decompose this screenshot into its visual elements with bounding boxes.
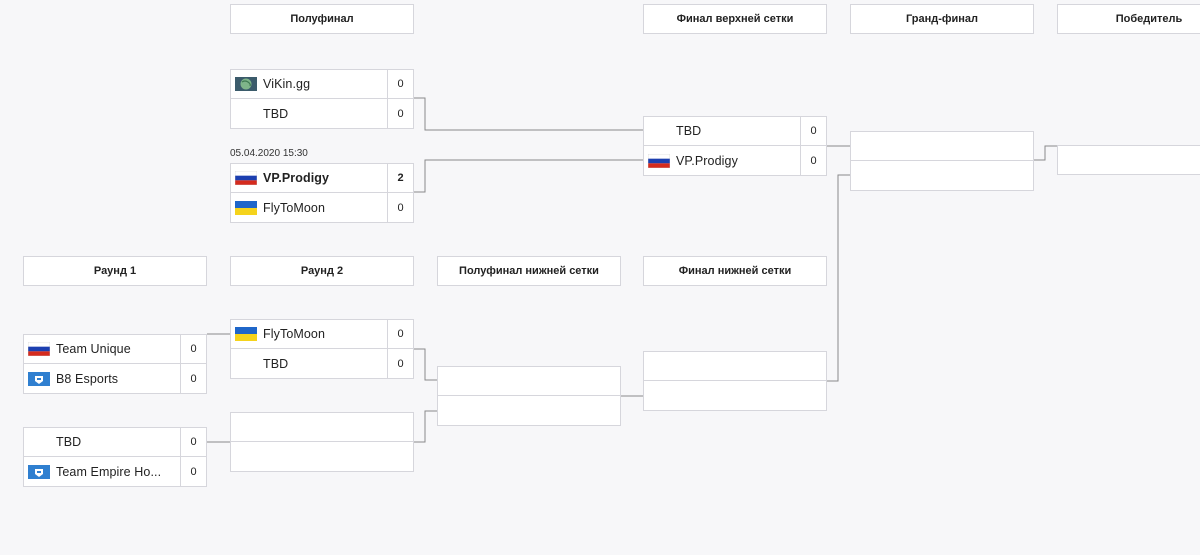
team-name: FlyToMoon: [263, 327, 326, 341]
team-score: 0: [800, 117, 826, 145]
header-round1: Раунд 1: [23, 256, 207, 286]
team-name: VP.Prodigy: [676, 153, 738, 168]
match-upper-semifinal-2[interactable]: VP.Prodigy 2 FlyToMoon 0: [230, 163, 414, 223]
team-slot[interactable]: ViKin.gg 0: [230, 69, 414, 99]
team-name: Team Empire Ho...: [56, 464, 162, 479]
header-round2: Раунд 2: [230, 256, 414, 286]
match-grand-final[interactable]: [850, 131, 1034, 191]
header-lower-final: Финал нижней сетки: [643, 256, 827, 286]
empty-slot[interactable]: [230, 412, 414, 442]
team-slot[interactable]: TBD 0: [643, 116, 827, 146]
team-slot[interactable]: TBD 0: [230, 349, 414, 379]
empty-slot[interactable]: [850, 161, 1034, 191]
empty-slot[interactable]: [437, 366, 621, 396]
match-lower-round1-2[interactable]: TBD 0 Team Empire Ho... 0: [23, 427, 207, 487]
team-slot[interactable]: FlyToMoon 0: [230, 193, 414, 223]
team-name: Team Unique: [56, 342, 131, 356]
team-name: FlyToMoon: [263, 200, 326, 215]
match-lower-round2-2[interactable]: [230, 412, 414, 472]
team-name: B8 Esports: [56, 371, 119, 386]
team-score: 0: [387, 320, 413, 348]
header-grand-final: Гранд-финал: [850, 4, 1034, 34]
header-lower-semifinal: Полуфинал нижней сетки: [437, 256, 621, 286]
team-score: 0: [387, 70, 413, 98]
match-upper-semifinal-1[interactable]: ViKin.gg 0 TBD 0: [230, 69, 414, 129]
team-score: 0: [180, 457, 206, 486]
match-date: 05.04.2020 15:30: [230, 148, 308, 159]
match-lower-semifinal[interactable]: [437, 366, 621, 426]
team-slot[interactable]: VP.Prodigy 2: [230, 163, 414, 193]
team-name: VP.Prodigy: [263, 171, 330, 185]
team-name: ViKin.gg: [263, 77, 311, 91]
russia-flag-icon: [648, 153, 670, 168]
cis-flag-icon: [28, 464, 50, 479]
team-score: 0: [180, 428, 206, 456]
team-score: 0: [387, 99, 413, 128]
empty-slot[interactable]: [643, 351, 827, 381]
match-lower-round1-1[interactable]: Team Unique 0 B8 Esports 0: [23, 334, 207, 394]
header-winner: Победитель: [1057, 4, 1200, 34]
empty-slot[interactable]: [1057, 145, 1200, 175]
team-name: TBD: [676, 124, 702, 138]
team-score: 0: [387, 349, 413, 378]
team-slot[interactable]: Team Empire Ho... 0: [23, 457, 207, 487]
header-semifinal: Полуфинал: [230, 4, 414, 34]
empty-slot[interactable]: [643, 381, 827, 411]
team-slot[interactable]: TBD 0: [23, 427, 207, 457]
team-score: 0: [180, 335, 206, 363]
empty-slot[interactable]: [437, 396, 621, 426]
empty-slot[interactable]: [850, 131, 1034, 161]
russia-flag-icon: [28, 342, 50, 356]
cis-flag-icon: [28, 371, 50, 386]
empty-slot[interactable]: [230, 442, 414, 472]
match-upper-final[interactable]: TBD 0 VP.Prodigy 0: [643, 116, 827, 176]
team-slot[interactable]: B8 Esports 0: [23, 364, 207, 394]
ukraine-flag-icon: [235, 327, 257, 341]
team-slot[interactable]: Team Unique 0: [23, 334, 207, 364]
team-score: 0: [387, 193, 413, 222]
team-score: 2: [387, 164, 413, 192]
team-score: 0: [180, 364, 206, 393]
team-slot[interactable]: TBD 0: [230, 99, 414, 129]
match-lower-final[interactable]: [643, 351, 827, 411]
globe-flag-icon: [235, 77, 257, 91]
team-name: TBD: [263, 356, 289, 371]
team-name: TBD: [56, 435, 82, 449]
match-lower-round2-1[interactable]: FlyToMoon 0 TBD 0: [230, 319, 414, 379]
header-upper-final: Финал верхней сетки: [643, 4, 827, 34]
team-slot[interactable]: FlyToMoon 0: [230, 319, 414, 349]
team-score: 0: [800, 146, 826, 175]
russia-flag-icon: [235, 171, 257, 185]
ukraine-flag-icon: [235, 200, 257, 215]
winner-box[interactable]: [1057, 145, 1200, 175]
team-slot[interactable]: VP.Prodigy 0: [643, 146, 827, 176]
team-name: TBD: [263, 106, 289, 121]
